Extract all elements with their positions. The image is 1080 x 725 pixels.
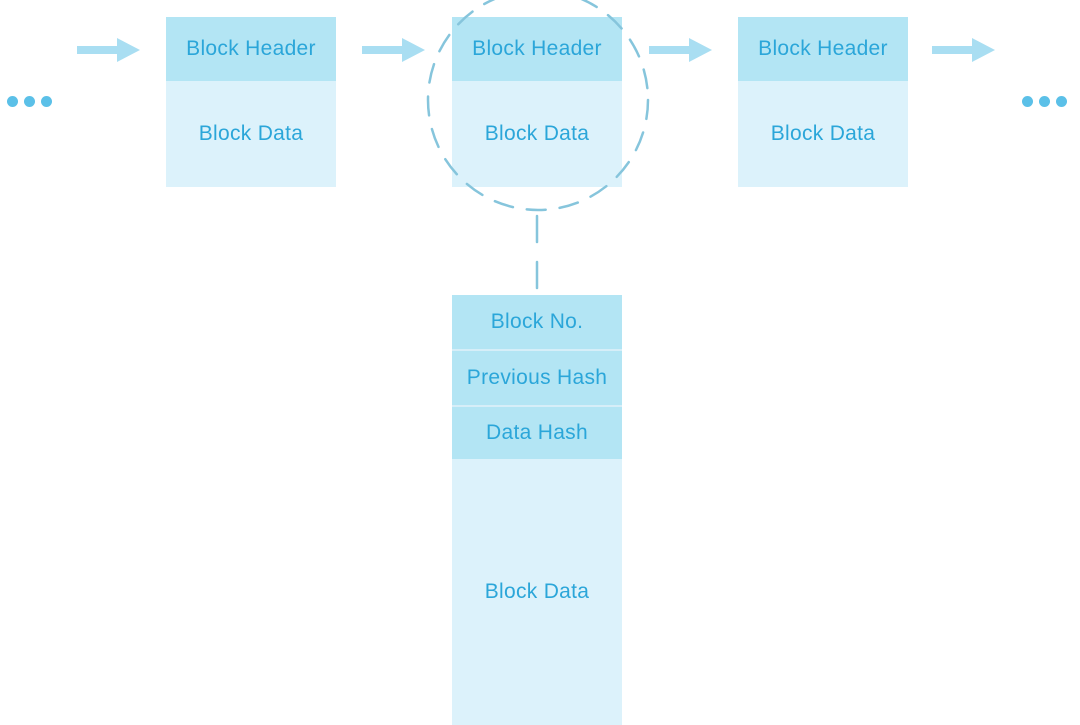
detail-connector-line	[535, 214, 539, 296]
block-data-label: Block Data	[770, 122, 876, 145]
block-data-section: Block Data	[738, 81, 908, 187]
ellipsis-dot	[1039, 96, 1050, 107]
arrow-right-icon	[77, 38, 140, 62]
block-header-section: Block Header	[452, 17, 622, 81]
arrow-right-icon	[362, 38, 425, 62]
ellipsis-dot	[7, 96, 18, 107]
ellipsis-dot	[1022, 96, 1033, 107]
chain-block-2-highlighted: Block Header Block Data	[452, 17, 622, 187]
chain-block-1: Block Header Block Data	[166, 17, 336, 187]
ellipsis-left-icon	[7, 96, 52, 107]
block-header-label: Block Header	[758, 37, 888, 60]
detail-field-data-hash: Data Hash	[452, 407, 622, 459]
arrow-right-icon	[932, 38, 995, 62]
detail-block-data-label: Block Data	[484, 580, 590, 603]
block-detail: Block No. Previous Hash Data Hash Block …	[452, 295, 622, 725]
detail-field-label: Block No.	[490, 310, 584, 333]
ellipsis-dot	[1056, 96, 1067, 107]
ellipsis-right-icon	[1022, 96, 1067, 107]
ellipsis-dot	[24, 96, 35, 107]
ellipsis-dot	[41, 96, 52, 107]
block-header-section: Block Header	[738, 17, 908, 81]
block-data-section: Block Data	[452, 81, 622, 187]
block-data-label: Block Data	[484, 122, 590, 145]
detail-block-data-section: Block Data	[452, 459, 622, 725]
detail-field-label: Data Hash	[486, 421, 588, 444]
detail-field-previous-hash: Previous Hash	[452, 351, 622, 407]
arrow-right-icon	[649, 38, 712, 62]
block-header-section: Block Header	[166, 17, 336, 81]
block-data-label: Block Data	[198, 122, 304, 145]
chain-block-3: Block Header Block Data	[738, 17, 908, 187]
detail-field-block-no: Block No.	[452, 295, 622, 351]
detail-field-label: Previous Hash	[466, 366, 608, 389]
block-header-label: Block Header	[186, 37, 316, 60]
block-data-section: Block Data	[166, 81, 336, 187]
block-header-label: Block Header	[472, 37, 602, 60]
